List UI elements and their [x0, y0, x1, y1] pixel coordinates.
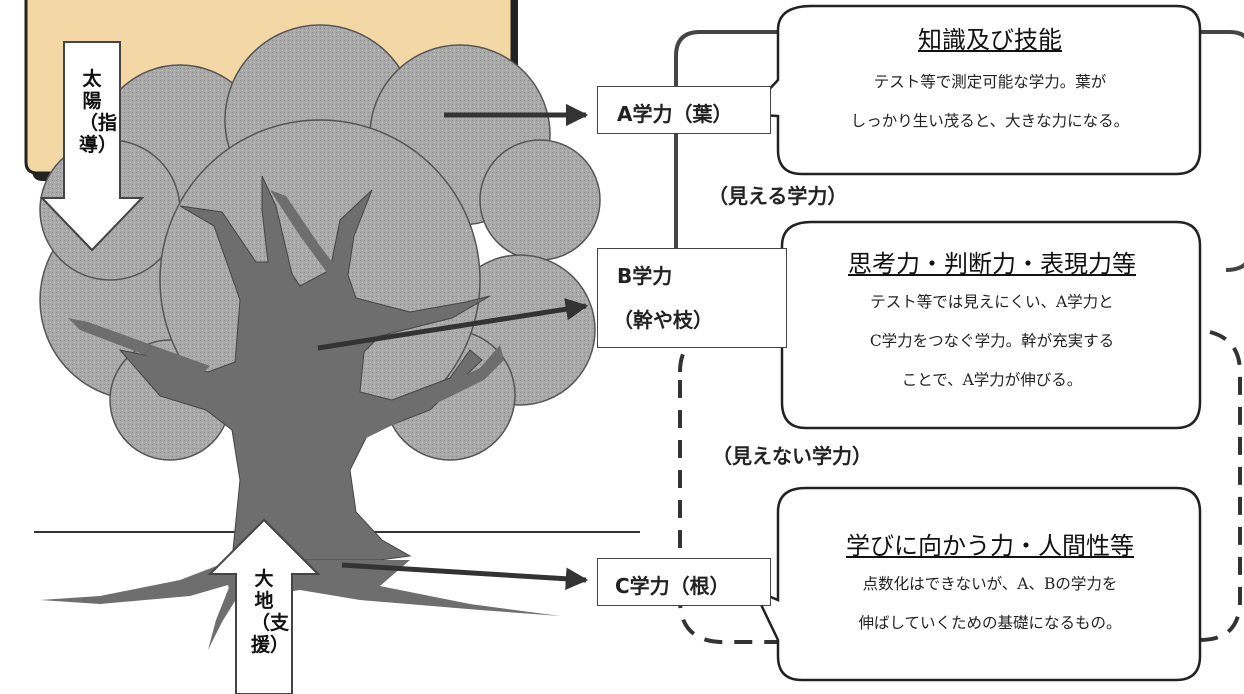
ability-c-box — [597, 558, 771, 606]
bubble-a-line-1: テスト等で測定可能な学力。葉が — [873, 73, 1107, 91]
tree-branch — [350, 345, 504, 442]
arrow-to-c — [341, 562, 589, 590]
bubble-b: 思考力・判断力・表現力等 テスト等では見えにくい、A学力と C学力をつなぐ学力。… — [784, 244, 1200, 400]
bubble-b-line-2: C学力をつなぐ学力。幹が充実する — [869, 332, 1115, 350]
ability-a-box — [597, 86, 771, 134]
bubble-c-line-1: 点数化はできないが、A、Bの学力を — [862, 575, 1118, 593]
ability-b-label: B学力 — [617, 264, 673, 288]
ability-c-label: C学力（根） — [615, 574, 730, 598]
bubble-a: 知識及び技能 テスト等で測定可能な学力。葉が しっかり生い茂ると、大きな力になる… — [780, 20, 1200, 141]
ability-a-label: A学力（葉） — [617, 102, 733, 126]
sun-arrow — [39, 41, 145, 252]
bubble-c-line-2: 伸ばしていくための基礎になるもの。 — [858, 614, 1122, 632]
sun-label: 太陽（指導） — [79, 68, 118, 156]
bubble-b-line-3: ことで、A学力が伸びる。 — [901, 371, 1083, 389]
bubble-b-shape — [751, 220, 1202, 430]
bubble-c-shape — [751, 486, 1202, 682]
ability-b-sublabel: （幹や枝） — [613, 308, 713, 332]
bubble-c-title: 学びに向かう力・人間性等 — [846, 532, 1134, 560]
bubble-a-title: 知識及び技能 — [918, 26, 1062, 54]
bubble-b-title: 思考力・判断力・表現力等 — [848, 250, 1136, 278]
visible-ability-label: （見える学力） — [708, 184, 848, 208]
earth-label: 大地（支援） — [251, 568, 290, 656]
arrow-to-b — [317, 298, 589, 351]
earth-arrow — [207, 518, 321, 694]
bubble-a-line-2: しっかり生い茂ると、大きな力になる。 — [850, 112, 1130, 130]
tree-roots — [40, 560, 560, 616]
bubble-b-line-1: テスト等では見えにくい、A学力と — [870, 293, 1114, 311]
visible-bracket — [674, 30, 1244, 272]
tree-branch — [270, 190, 352, 290]
bubble-c: 学びに向かう力・人間性等 点数化はできないが、A、Bの学力を 伸ばしていくための… — [780, 526, 1200, 643]
ability-b-box — [597, 248, 787, 348]
bubble-a-shape — [743, 4, 1202, 176]
tree-branch — [68, 318, 210, 376]
invisible-ability-label: （見えない学力） — [712, 444, 872, 468]
